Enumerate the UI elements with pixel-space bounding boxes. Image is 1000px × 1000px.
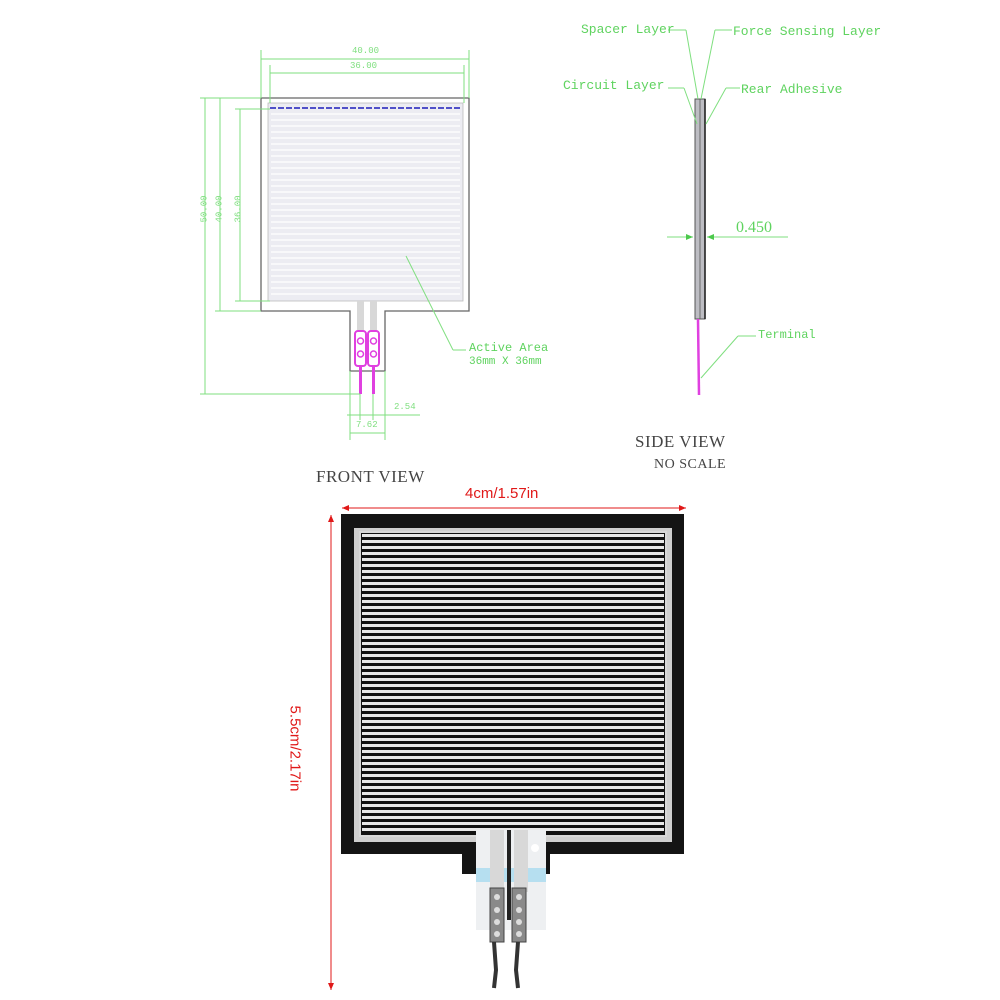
photo-width-label: 4cm/1.57in xyxy=(465,485,539,502)
terminal-pins xyxy=(354,330,380,394)
label-force-sensing-layer: Force Sensing Layer xyxy=(733,24,882,39)
dim-thickness: 0.450 xyxy=(736,219,772,236)
dim-body-height: 40.00 xyxy=(214,195,225,223)
side-view-drawing xyxy=(667,29,788,396)
label-spacer-layer: Spacer Layer xyxy=(581,22,675,37)
dim-overall-width: 40.00 xyxy=(352,46,380,56)
front-view-drawing xyxy=(200,50,470,440)
active-area-size: 36mm X 36mm xyxy=(469,356,542,368)
electrode-pattern xyxy=(359,531,667,837)
front-view-title: FRONT VIEW xyxy=(316,467,425,486)
crimp-terminals xyxy=(489,887,527,989)
active-area-label: Active Area xyxy=(469,341,549,355)
dim-overall-height: 50.00 xyxy=(199,195,210,223)
dim-pin-pitch: 2.54 xyxy=(394,402,416,412)
dim-terminal-width: 7.62 xyxy=(356,420,378,430)
dim-active-width: 36.00 xyxy=(350,61,378,71)
side-view-subtitle: NO SCALE xyxy=(654,457,727,472)
dim-active-height: 36.00 xyxy=(233,195,244,223)
photo-height-label: 5.5cm/2.17in xyxy=(286,705,304,792)
label-rear-adhesive: Rear Adhesive xyxy=(741,82,843,97)
label-terminal: Terminal xyxy=(758,328,816,342)
label-circuit-layer: Circuit Layer xyxy=(563,78,665,93)
side-view-title: SIDE VIEW xyxy=(635,432,726,451)
sensor-photo xyxy=(328,505,686,990)
